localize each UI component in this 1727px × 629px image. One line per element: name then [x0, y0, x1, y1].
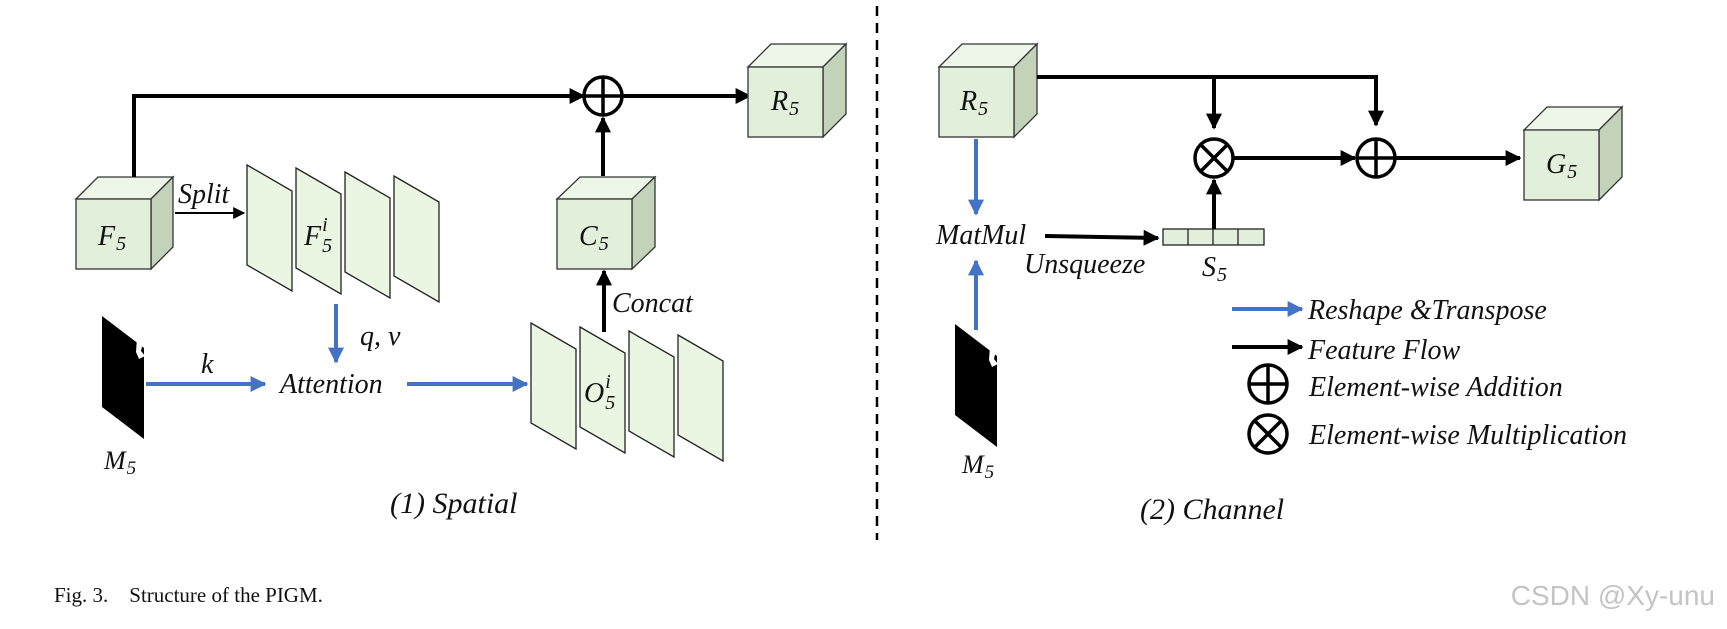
f5i-label: F: [303, 221, 322, 252]
svg-text:M5: M5: [103, 446, 136, 479]
legend-feature-flow-label: Feature Flow: [1307, 335, 1460, 366]
g5-label: G: [1546, 149, 1566, 180]
skip-arrow: [132, 88, 586, 177]
matmul-label: MatMul: [935, 220, 1026, 251]
svg-text:F5i: F5i: [303, 214, 332, 257]
f5-label: F: [97, 221, 116, 252]
legend-oplus-icon: [1247, 363, 1289, 405]
channel-title: (2) Channel: [1140, 493, 1284, 526]
svg-text:F5: F5: [97, 221, 126, 255]
s5-vector: [1162, 228, 1265, 246]
o5i-superscript: i: [605, 371, 611, 393]
watermark: CSDN @Xy-unu: [1510, 580, 1715, 611]
unsqueeze-arrow: [1044, 229, 1160, 246]
channel-otimes-icon: [1193, 137, 1235, 179]
g5-cube: G5: [1522, 105, 1624, 202]
r5-cube: R5: [746, 42, 848, 139]
o5i-subscript: 5: [605, 392, 615, 414]
f5-cube: F5: [74, 175, 175, 271]
c5-label: C: [579, 221, 598, 252]
f5i-superscript: i: [322, 214, 328, 236]
figure-caption: Fig. 3. Structure of the PIGM.: [54, 583, 323, 607]
svg-text:R5: R5: [959, 86, 988, 120]
qv-label: q, v: [360, 321, 401, 352]
f5i-subscript: 5: [322, 235, 332, 257]
r5-label: R: [770, 86, 788, 117]
channel-m5-label: M: [961, 450, 985, 479]
attention-label: Attention: [278, 369, 383, 400]
legend-reshape-label: Reshape &Transpose: [1307, 295, 1547, 326]
svg-text:G5: G5: [1546, 149, 1577, 183]
c5-cube: C5: [555, 175, 657, 271]
channel-oplus-icon: [1355, 137, 1397, 179]
channel-r5-subscript: 5: [978, 98, 988, 120]
channel-m5-mask: [955, 324, 998, 447]
s5-subscript: 5: [1217, 264, 1227, 286]
r5-to-oplus-arrow: [1037, 75, 1384, 127]
channel-r5-label: R: [959, 86, 977, 117]
svg-text:C5: C5: [579, 221, 609, 255]
legend-multiplication-label: Element-wise Multiplication: [1308, 420, 1627, 451]
m5-subscript: 5: [127, 458, 137, 479]
k-label: k: [201, 349, 214, 380]
svg-text:R5: R5: [770, 86, 799, 120]
m5-label: M: [103, 446, 127, 475]
unsqueeze-label: Unsqueeze: [1024, 249, 1145, 280]
r5-subscript: 5: [789, 98, 799, 120]
g5-subscript: 5: [1567, 161, 1577, 183]
spatial-title: (1) Spatial: [390, 487, 518, 520]
legend-addition-label: Element-wise Addition: [1308, 372, 1563, 403]
s5-label: S: [1202, 252, 1216, 283]
m5-mask: [102, 316, 145, 439]
spatial-oplus-icon: [582, 75, 624, 117]
c5-subscript: 5: [599, 233, 609, 255]
split-label: Split: [178, 179, 231, 210]
f5i-stack: F5i: [246, 163, 440, 304]
svg-text:O5i: O5i: [584, 371, 615, 414]
legend: Reshape &Transpose Feature Flow Element-…: [1232, 295, 1627, 455]
concat-label: Concat: [612, 288, 694, 319]
o5i-label: O: [584, 378, 604, 409]
o5i-stack: O5i: [530, 321, 724, 463]
channel-r5-cube: R5: [937, 42, 1039, 139]
channel-m5-subscript: 5: [985, 462, 995, 483]
f5-subscript: 5: [116, 233, 126, 255]
legend-otimes-icon: [1247, 413, 1289, 455]
svg-text:S5: S5: [1202, 252, 1227, 286]
svg-text:M5: M5: [961, 450, 994, 483]
